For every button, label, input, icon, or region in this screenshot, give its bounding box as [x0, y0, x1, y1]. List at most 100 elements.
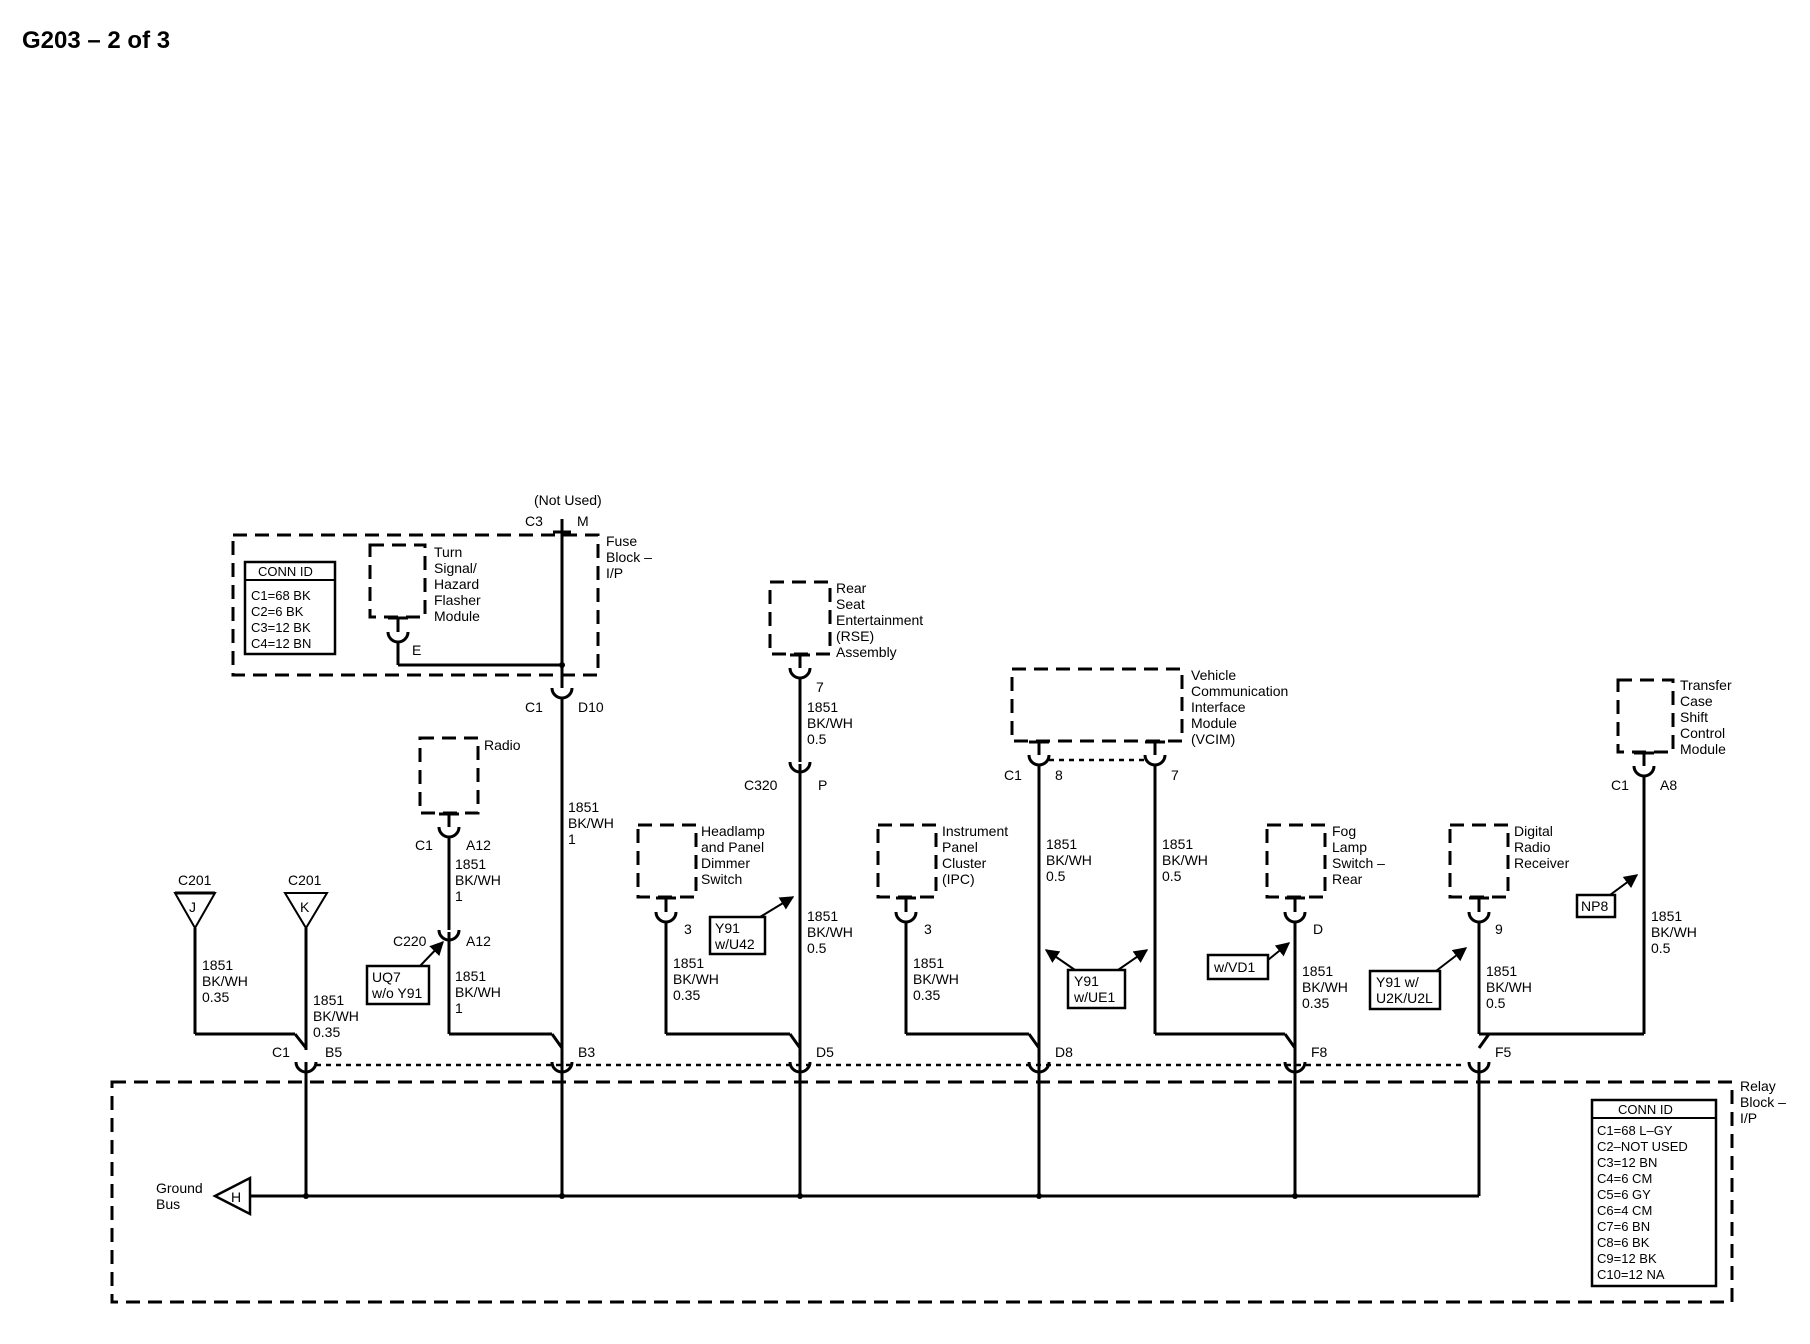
turn-signal-module: Turn Signal/ Hazard Flasher Module E: [368, 543, 481, 665]
tcsc-wire-label: BK/WH: [1651, 924, 1697, 940]
fog-label-4: Rear: [1332, 871, 1363, 887]
fuse-bottom-pin: D10: [578, 699, 604, 715]
relay-conn-id-row: C9=12 BK: [1597, 1251, 1657, 1266]
relay-conn-id-header: CONN ID: [1618, 1102, 1673, 1117]
vcim7-wire-label: 0.5: [1162, 868, 1182, 884]
headlamp-switch: Headlamp and Panel Dimmer Switch 3 1851 …: [636, 823, 790, 1036]
drr-wire-label: 1851: [1486, 963, 1517, 979]
turn-signal-label-3: Hazard: [434, 576, 479, 592]
rse-wire-label: 1851: [807, 699, 838, 715]
relay-conn-id-row: C6=4 CM: [1597, 1203, 1652, 1218]
rse-wire2-label: 1851: [807, 908, 838, 924]
ipc-pin: 3: [924, 921, 932, 937]
rse-label-5: Assembly: [836, 644, 897, 660]
tcsc-label-3: Shift: [1680, 709, 1708, 725]
radio-pin: A12: [466, 837, 491, 853]
rse-label-1: Rear: [836, 580, 867, 596]
turn-signal-label-4: Flasher: [434, 592, 481, 608]
c201-pin-k: K: [300, 899, 310, 915]
y91-u2k-label: Y91 w/: [1376, 974, 1419, 990]
radio-wire2-label: 1: [455, 1000, 463, 1016]
fuse-bottom-conn: C1: [525, 699, 543, 715]
drr-wire-label: 0.5: [1486, 995, 1506, 1011]
radio-wire2-label: BK/WH: [455, 984, 501, 1000]
relay-pin-b3: B3: [578, 1044, 595, 1060]
c220-pin: A12: [466, 933, 491, 949]
y91-u2k-label: U2K/U2L: [1376, 990, 1433, 1006]
wire-a-label: 1851: [202, 957, 233, 973]
fuse-conn-id-row: C4=12 BN: [251, 636, 311, 651]
radio-wire-label: BK/WH: [455, 872, 501, 888]
rse-pin: 7: [816, 679, 824, 695]
relay-conn-id-table: CONN ID C1=68 L–GY C2–NOT USED C3=12 BN …: [1590, 1098, 1718, 1288]
fuse-block-label-3: I/P: [606, 565, 623, 581]
ground-bus-connector: [212, 1175, 252, 1217]
radio-wire-label: 1: [455, 888, 463, 904]
c201-pin-j: J: [189, 899, 196, 915]
fuse-conn-id-row: C2=6 BK: [251, 604, 304, 619]
ipc-label-4: (IPC): [942, 871, 975, 887]
uq7-label: w/o Y91: [371, 985, 423, 1001]
radio-label: Radio: [484, 737, 521, 753]
relay-block: Relay Block – I/P C1 B5 B3 D5 D8 F8 F5: [110, 1033, 1786, 1304]
radio-wire-label: 1851: [455, 856, 486, 872]
vcim-label-3: Interface: [1191, 699, 1246, 715]
wire-b-label: 1851: [313, 992, 344, 1008]
tcsc-pin: A8: [1660, 777, 1677, 793]
digital-radio-receiver: Digital Radio Receiver 9 1851 BK/WH 0.5: [1448, 823, 1644, 1036]
vcim-pin-b: 7: [1171, 767, 1179, 783]
headlamp-label-3: Dimmer: [701, 855, 750, 871]
ipc-label-3: Cluster: [942, 855, 987, 871]
relay-conn-id-row: C8=6 BK: [1597, 1235, 1650, 1250]
wire-a-label: BK/WH: [202, 973, 248, 989]
relay-pin-f5: F5: [1495, 1044, 1512, 1060]
drr-label-1: Digital: [1514, 823, 1553, 839]
y91-u42-label: w/U42: [714, 936, 755, 952]
wire-b-label: BK/WH: [313, 1008, 359, 1024]
rse-wire-label: 0.5: [807, 731, 827, 747]
turn-signal-label-5: Module: [434, 608, 480, 624]
fog-label-3: Switch –: [1332, 855, 1385, 871]
fuse-conn-id-table: CONN ID C1=68 BK C2=6 BK C3=12 BK C4=12 …: [243, 560, 337, 656]
option-y91-u2k: Y91 w/ U2K/U2L: [1368, 947, 1468, 1011]
drr-pin: 9: [1495, 921, 1503, 937]
rse-label-3: Entertainment: [836, 612, 923, 628]
relay-conn-id-row: C10=12 NA: [1597, 1267, 1665, 1282]
relay-conn-id-row: C4=6 CM: [1597, 1171, 1652, 1186]
transfer-case-module: Transfer Case Shift Control Module C1 A8…: [1611, 677, 1732, 1034]
relay-pin-d5: D5: [816, 1044, 834, 1060]
tcsc-label-4: Control: [1680, 725, 1725, 741]
drr-wire-label: BK/WH: [1486, 979, 1532, 995]
radio: Radio C1 A12 1851 BK/WH 1 C220 A12 1851 …: [393, 736, 552, 1036]
fog-lamp-switch: Fog Lamp Switch – Rear D 1851 BK/WH 0.35: [1265, 823, 1385, 1062]
option-w-vd1: w/VD1: [1206, 942, 1291, 981]
option-uq7: UQ7 w/o Y91: [365, 940, 444, 1006]
vcim-label-4: Module: [1191, 715, 1237, 731]
relay-conn-id-row: C2–NOT USED: [1597, 1139, 1688, 1154]
relay-pin-d8: D8: [1055, 1044, 1073, 1060]
option-y91-ue1: Y91 w/UE1: [1044, 949, 1149, 1010]
turn-signal-pin: E: [412, 642, 421, 658]
headlamp-label-1: Headlamp: [701, 823, 765, 839]
fuse-block: (Not Used) C3 M Fuse Block – I/P CONN ID…: [231, 492, 652, 677]
rse-label-4: (RSE): [836, 628, 874, 644]
c201-k-conn: C201: [288, 872, 322, 888]
not-used-label: (Not Used): [534, 492, 602, 508]
ipc-label-1: Instrument: [942, 823, 1008, 839]
instrument-panel-cluster: Instrument Panel Cluster (IPC) 3 1851 BK…: [876, 823, 1029, 1036]
vcim-label-1: Vehicle: [1191, 667, 1236, 683]
uq7-label: UQ7: [372, 969, 401, 985]
ipc-wire-label: 1851: [913, 955, 944, 971]
relay-pin-f8: F8: [1311, 1044, 1328, 1060]
vcim-label-5: (VCIM): [1191, 731, 1235, 747]
tcsc-label-2: Case: [1680, 693, 1713, 709]
c201-j-conn: C201: [178, 872, 212, 888]
relay-block-label-2: Block –: [1740, 1094, 1786, 1110]
vcim8-wire-label: BK/WH: [1046, 852, 1092, 868]
fuse-conn-id-row: C1=68 BK: [251, 588, 311, 603]
fuse-block-label-1: Fuse: [606, 533, 637, 549]
vcim8-wire-label: 1851: [1046, 836, 1077, 852]
ipc-label-2: Panel: [942, 839, 978, 855]
diagram-title: G203 – 2 of 3: [22, 27, 170, 54]
fog-wire-label: 0.35: [1302, 995, 1329, 1011]
